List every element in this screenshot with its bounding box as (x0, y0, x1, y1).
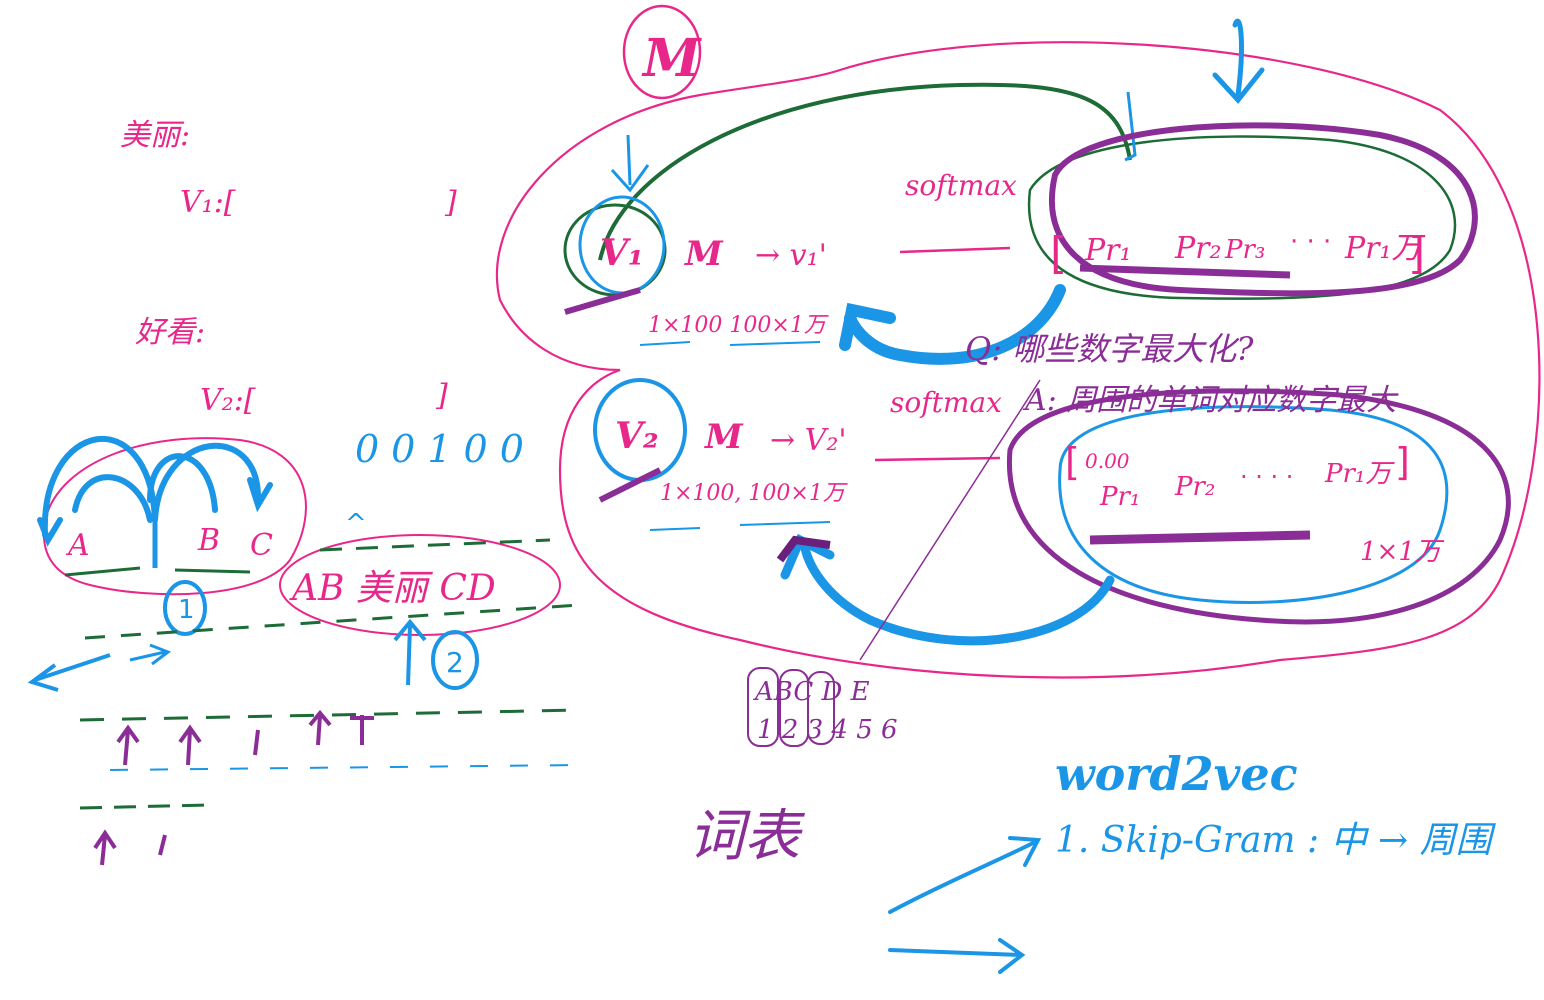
question-text: Q: 哪些数字最大化? (965, 330, 1254, 368)
answer-text: A: 周围的单词对应数字最大 (1022, 383, 1399, 418)
green-arc-top (598, 82, 1132, 261)
blue-feedback-arrow-2 (780, 533, 1115, 646)
prob1-ellipsis: · · · (1290, 227, 1331, 257)
prob2-purple-underline (1089, 530, 1311, 545)
dashes-row-4 (79, 803, 211, 810)
purple-ellipse-prob2 (1006, 388, 1511, 625)
green-ellipse-prob1 (1027, 135, 1457, 300)
prob1-pr3: Pr₃ (1224, 235, 1265, 265)
prob1-pr2: Pr₂ (1174, 231, 1222, 266)
prob1-close-bracket: ] (1408, 228, 1425, 279)
purple-arrow-2 (776, 535, 831, 563)
prob1-pr1: Pr₁ (1084, 233, 1132, 268)
matrix-m-label: M (641, 28, 702, 89)
m-label-circle (622, 4, 702, 100)
word2vec-title: word2vec (1055, 747, 1298, 801)
prob2-top-0: 0.00 (1085, 449, 1130, 473)
abc-pink-ellipse (42, 437, 307, 596)
label-meili: 美丽: (120, 118, 190, 153)
blue-feedback-arrow-1 (839, 284, 1066, 365)
vocab-title: 词表 (688, 804, 806, 869)
blue-down-arrow (1212, 18, 1265, 104)
label-v1-close: ] (444, 185, 457, 220)
dims1-underline (639, 341, 821, 346)
prob2-ellipsis: · · · · (1240, 463, 1293, 491)
dashes-row-1 (84, 603, 581, 640)
seq1-a: A (65, 528, 90, 563)
label-v2: V₂:[ (200, 383, 256, 418)
circle-1 (163, 580, 207, 636)
vocab-letters: ABC D E (753, 677, 870, 707)
arrow1-label: → v₁' (755, 238, 827, 273)
dims2-underline (649, 521, 831, 531)
dashes-row-2 (79, 708, 581, 722)
softmax1-label: softmax (905, 169, 1017, 202)
arrow2-label: → V₂' (770, 423, 847, 458)
circle-2-label: 2 (446, 646, 464, 679)
skip-gram-item: 1. Skip-Gram : 中 → 周围 (1055, 820, 1497, 861)
seq1-b: B (197, 523, 220, 558)
green-bracket (1124, 91, 1137, 162)
purple-ellipse-prob1 (1048, 122, 1478, 297)
label-v2-close: ] (435, 378, 448, 413)
prob2-open-bracket: [ (1065, 440, 1080, 484)
vocab-numbers: 1 2 3 4 5 6 (757, 715, 898, 745)
seq1-c: C (250, 528, 273, 563)
blue-ellipse-prob2 (1058, 405, 1449, 604)
dims1-label: 1×100 100×1万 (648, 313, 829, 338)
prob2-close-bracket: ] (1395, 440, 1410, 484)
vocab-box-c (807, 671, 835, 745)
purple-up-arrows (93, 709, 374, 866)
v1-down-arrow (610, 134, 650, 193)
v2-label: V₂ (615, 415, 659, 457)
seq2-text: AB 美丽 CD (289, 568, 496, 609)
blue-arrow-diag (888, 836, 1042, 914)
circle-1-label: 1 (178, 595, 195, 625)
outer-pink-boundary (495, 41, 1541, 679)
seq2-dashes-top (319, 538, 551, 552)
size-label: 1×1万 (1360, 537, 1445, 567)
prob2-top-2: Pr₁万 (1324, 459, 1395, 489)
prob2-bottom-0: Pr₁ (1099, 482, 1140, 512)
prob1-pr-last: Pr₁万 (1344, 231, 1426, 266)
line-v2-to-softmax (874, 456, 1001, 462)
line-v1-to-softmax (899, 246, 1011, 254)
abc-blue-arcs (37, 435, 273, 547)
label-v1: V₁:[ (180, 185, 236, 220)
onehot-vector: 00100 (355, 427, 536, 471)
v2-purple-stroke (598, 467, 662, 503)
m1-label: M (684, 234, 724, 274)
vocab-box-a (747, 667, 779, 747)
up-arrow-2 (393, 618, 427, 686)
m2-label: M (704, 417, 744, 457)
v1-purple-stroke (564, 287, 641, 315)
softmax2-label: softmax (890, 386, 1002, 419)
thin-line-to-vocab (859, 379, 1041, 661)
right-arrow-small (129, 643, 172, 666)
caret-mark: ^ (345, 509, 367, 539)
abc-green-underline (64, 566, 251, 577)
blue-arrow-flat (888, 938, 1026, 974)
v1-label: V₁ (600, 232, 644, 274)
label-haokan: 好看: (135, 315, 205, 350)
circle-2 (431, 630, 479, 690)
prob1-open-bracket: [ (1050, 228, 1067, 279)
left-arrow (27, 653, 111, 692)
prob2-top-1: Pr₂ (1174, 472, 1215, 502)
dashes-row-3 (109, 764, 581, 771)
prob1-purple-underline (1079, 264, 1291, 279)
dims2-label: 1×100, 100×1万 (660, 481, 848, 506)
